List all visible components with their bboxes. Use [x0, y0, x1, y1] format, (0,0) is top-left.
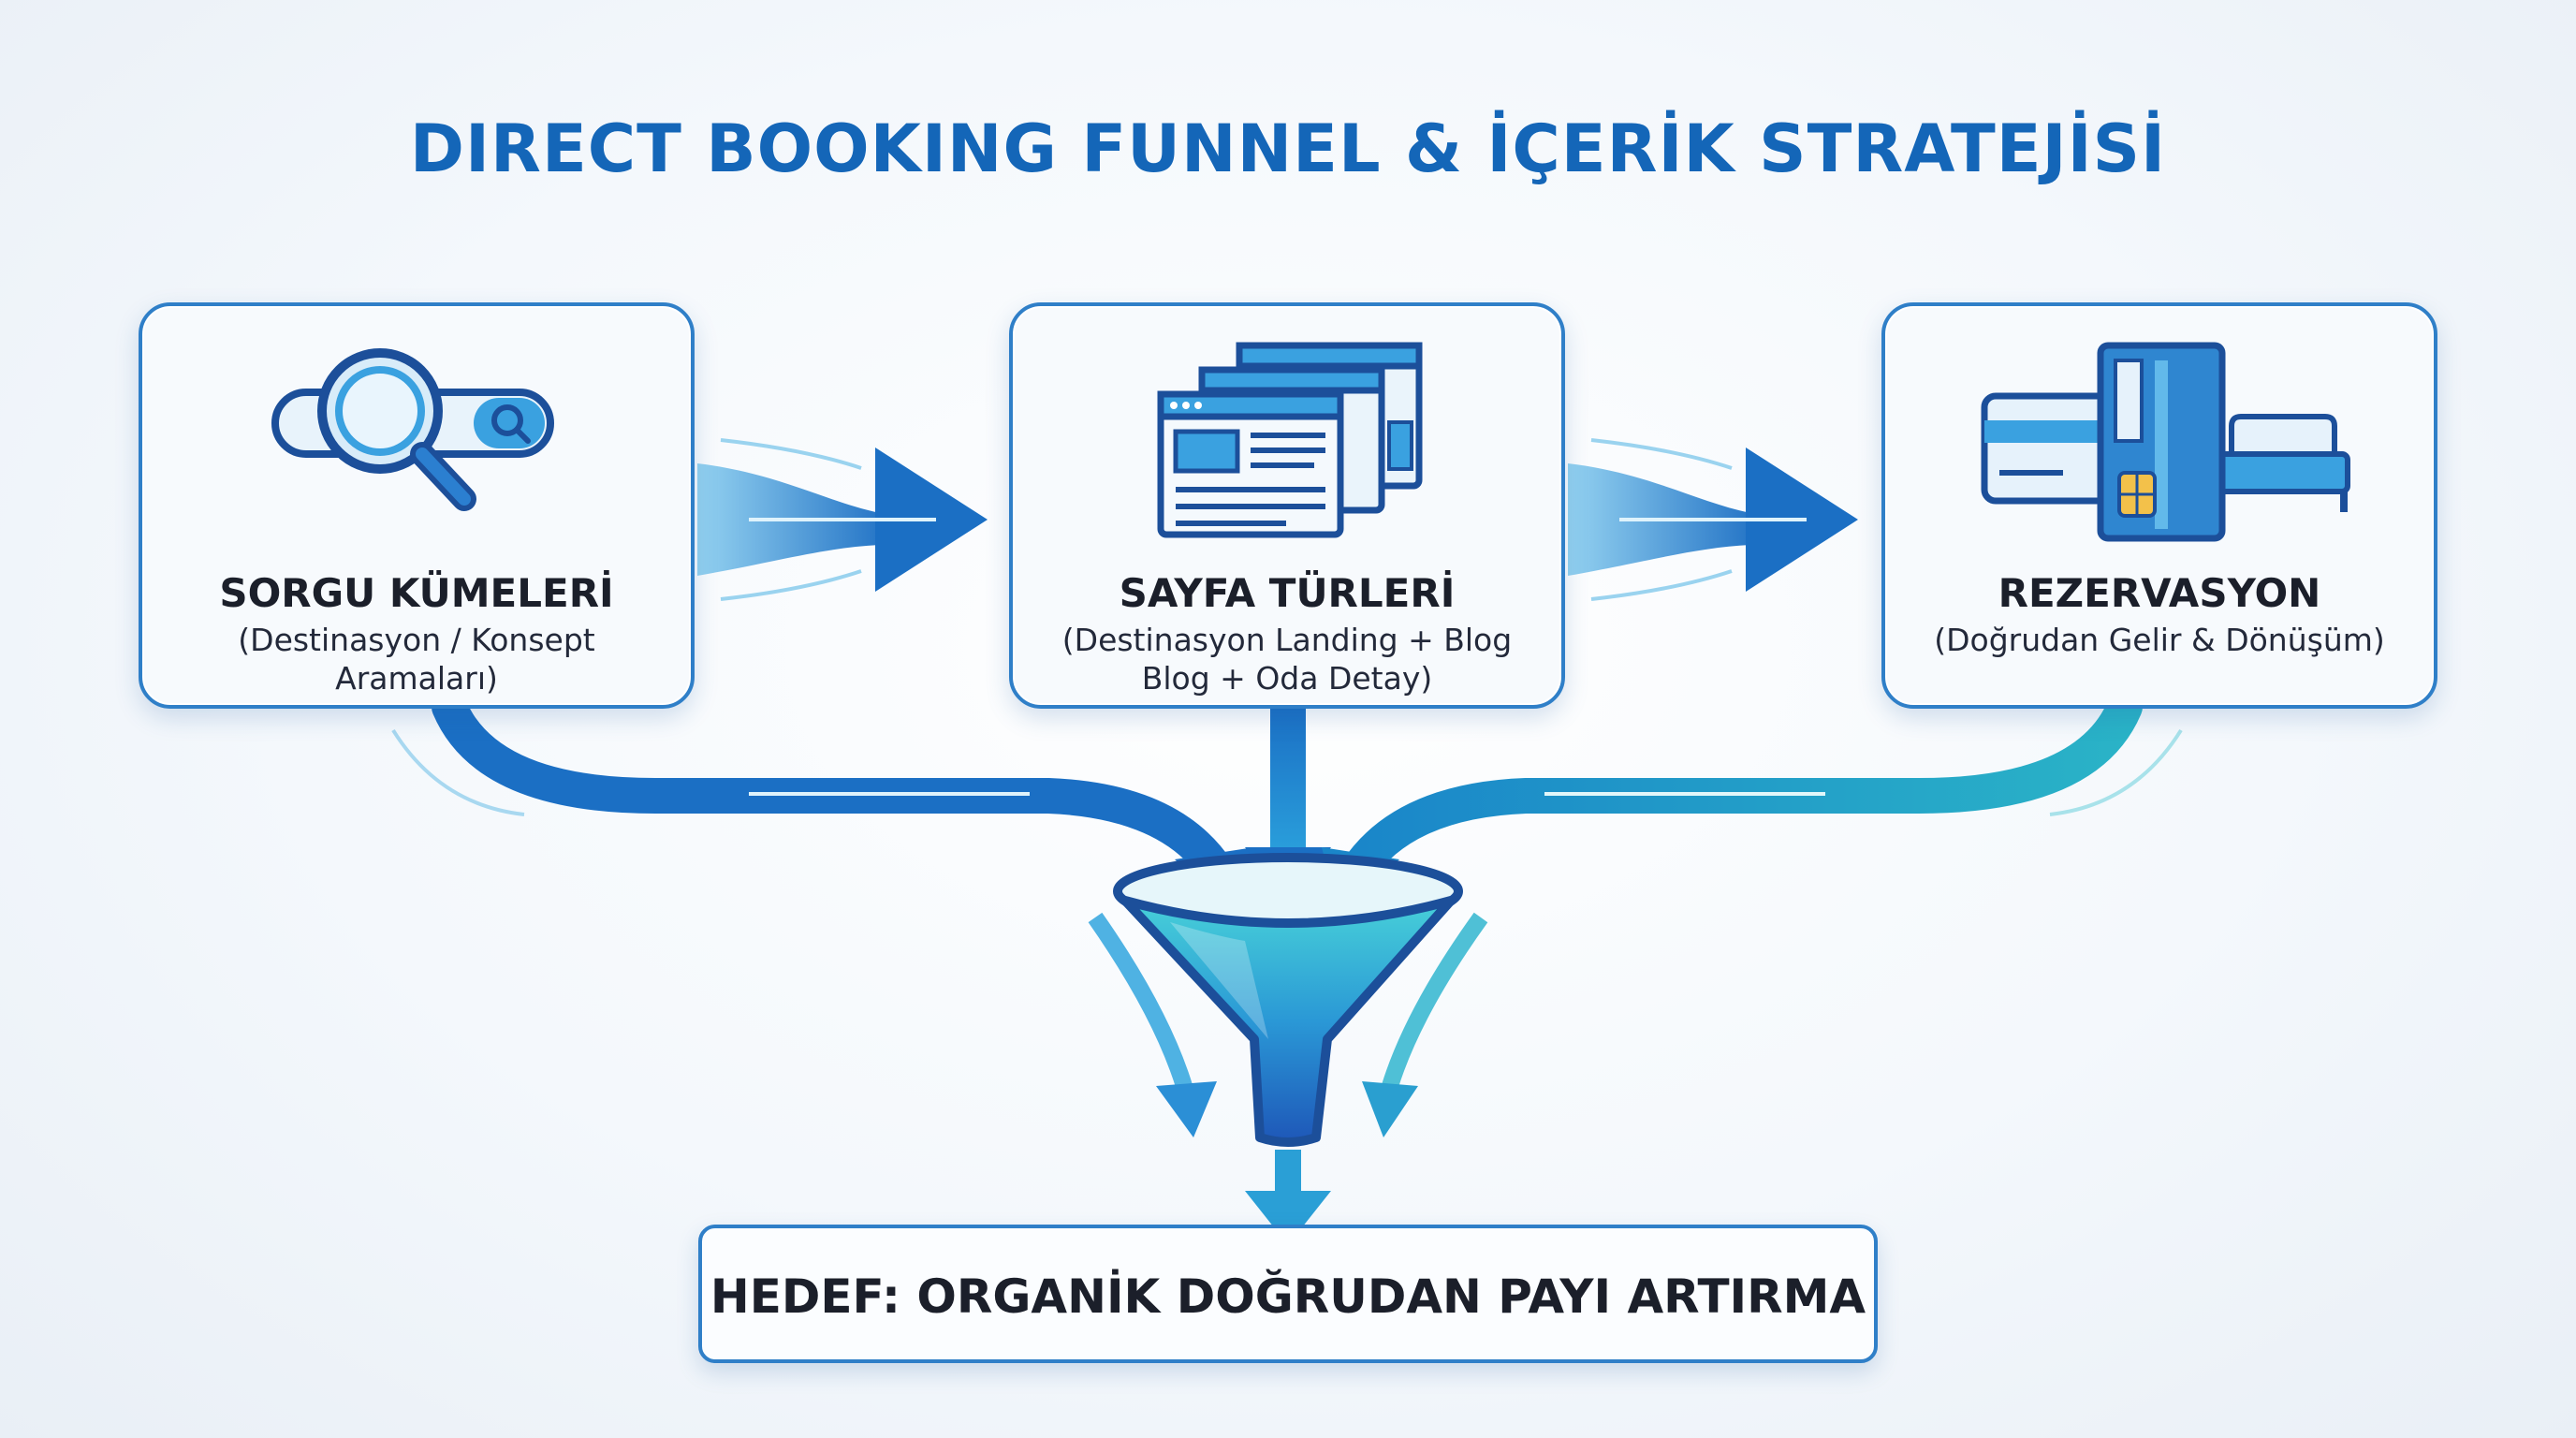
step-title: SAYFA TÜRLERİ [1119, 570, 1456, 616]
step-title: REZERVASYON [1998, 570, 2321, 616]
step-title: SORGU KÜMELERİ [219, 570, 614, 616]
step-box-rezervasyon: REZERVASYON (Doğrudan Gelir & Dönüşüm) [1881, 302, 2437, 709]
step-box-sorgu-kumeleri: SORGU KÜMELERİ (Destinasyon / Konsept Ar… [139, 302, 695, 709]
arrow-step1-to-step2 [697, 438, 988, 601]
step-subtitle-line: Aramaları) [335, 660, 498, 697]
step-subtitle-line: (Destinasyon Landing + Blog [1061, 622, 1513, 658]
booking-card-bed-icon [1981, 342, 2350, 542]
step-subtitle-line: Blog + Oda Detay) [1141, 660, 1433, 697]
web-pages-icon [1157, 342, 1423, 538]
side-arrows [1088, 912, 1488, 1137]
step-subtitle: (Doğrudan Gelir & Dönüşüm) [1904, 621, 2415, 659]
goal-box: HEDEF: ORGANİK DOĞRUDAN PAYI ARTIRMA [698, 1225, 1878, 1363]
page-title: DIRECT BOOKING FUNNEL & İÇERİK STRATEJİS… [409, 110, 2167, 187]
funnel-icon [1113, 853, 1463, 1147]
step-subtitle-line: (Doğrudan Gelir & Dönüşüm) [1934, 622, 2385, 658]
step-subtitle-line: (Destinasyon / Konsept [238, 622, 595, 658]
search-icon [271, 348, 554, 511]
step-subtitle: (Destinasyon / Konsept Aramaları) [161, 621, 672, 697]
step-box-sayfa-turleri: SAYFA TÜRLERİ (Destinasyon Landing + Blo… [1009, 302, 1565, 709]
arrow-step2-to-step3 [1568, 438, 1858, 601]
step-subtitle: (Destinasyon Landing + Blog Blog + Oda D… [1032, 621, 1543, 697]
goal-text: HEDEF: ORGANİK DOĞRUDAN PAYI ARTIRMA [710, 1269, 1866, 1324]
arrow-funnel-to-goal [1245, 1150, 1331, 1245]
